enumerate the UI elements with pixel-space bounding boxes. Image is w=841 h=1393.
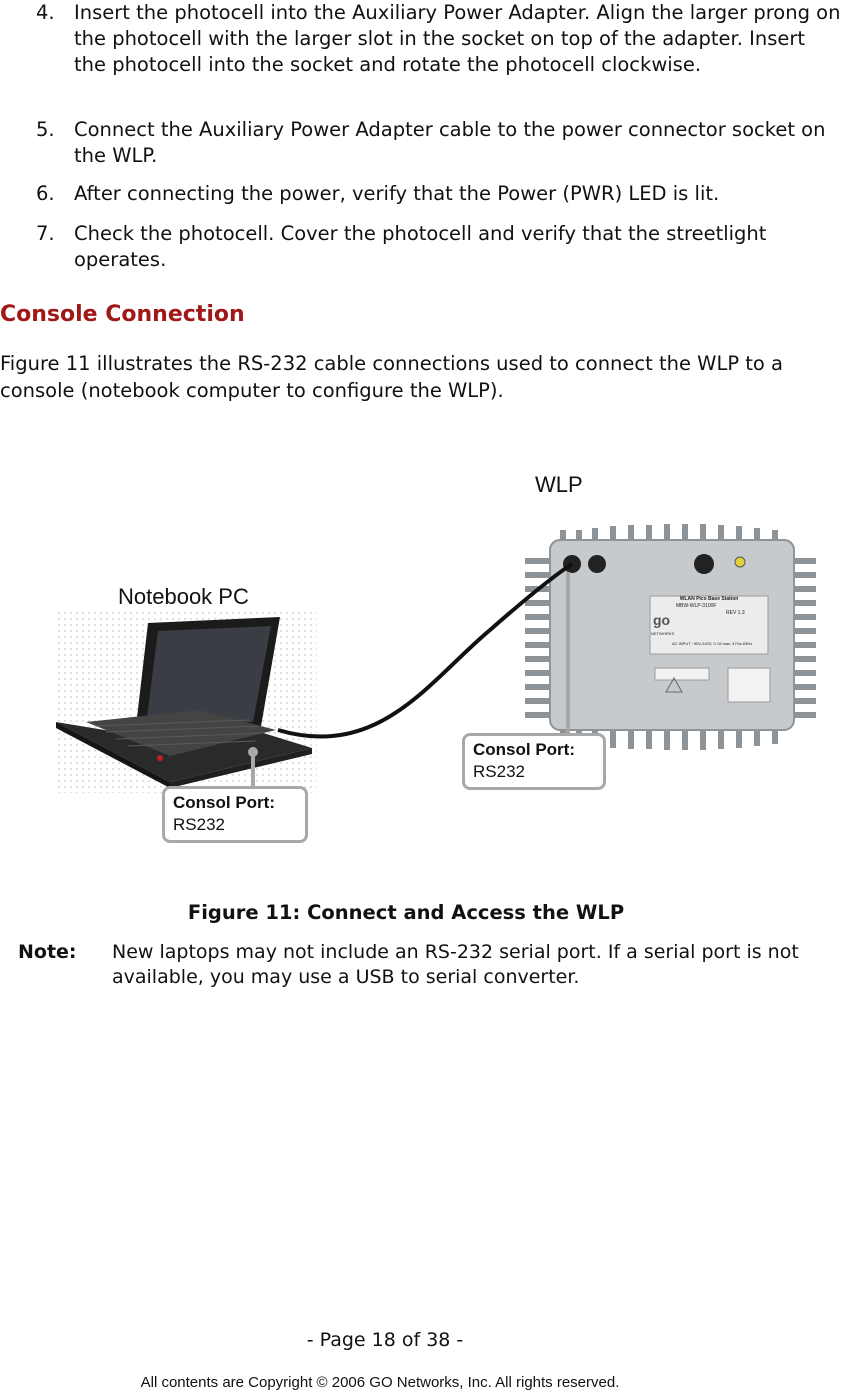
nameplate-model: MBW-WLP-3100F bbox=[676, 603, 717, 609]
nameplate-rev: REV 1.3 bbox=[726, 610, 745, 616]
page-number: - Page 18 of 38 - bbox=[306, 1329, 464, 1351]
step-text: Connect the Auxiliary Power Adapter cabl… bbox=[74, 118, 826, 167]
step-text: Check the photocell. Cover the photocell… bbox=[74, 222, 767, 271]
callout-value: RS232 bbox=[473, 762, 525, 781]
step-number: 5. bbox=[36, 118, 55, 141]
wlp-label: WLP bbox=[535, 472, 583, 497]
connection-figure: WLP Notebook PC bbox=[50, 460, 830, 860]
rs232-cable bbox=[277, 562, 574, 739]
step-text: After connecting the power, verify that … bbox=[74, 182, 720, 205]
callout-title: Consol Port: bbox=[473, 740, 575, 759]
notebook-label: Notebook PC bbox=[118, 584, 249, 609]
nameplate-title: WLAN Pico Base Station bbox=[679, 596, 739, 602]
callout-value: RS232 bbox=[173, 815, 225, 834]
copyright-footer: All contents are Copyright © 2006 GO Net… bbox=[140, 1374, 620, 1391]
step-number: 4. bbox=[36, 1, 55, 24]
figure-caption: Figure 11: Connect and Access the WLP bbox=[187, 901, 625, 924]
step-number: 6. bbox=[36, 182, 55, 205]
callout-title: Consol Port: bbox=[173, 793, 275, 812]
nameplate-input: AC INPUT : 90V-240V, 0.7A max, 47Hz-63Hz bbox=[672, 641, 753, 646]
laptop-image bbox=[56, 617, 312, 788]
note-label: Note: bbox=[18, 941, 77, 963]
wlp-console-port-callout: Consol Port: RS232 bbox=[462, 733, 606, 790]
go-logo: go bbox=[653, 612, 671, 628]
wlp-device-image bbox=[525, 524, 816, 750]
go-logo-brand: NETWORKS bbox=[651, 631, 675, 636]
section-heading: Console Connection bbox=[0, 302, 245, 327]
figure-graphic bbox=[55, 524, 816, 793]
intro-paragraph: Figure 11 illustrates the RS-232 cable c… bbox=[0, 352, 783, 402]
pc-console-port-callout: Consol Port: RS232 bbox=[162, 786, 308, 843]
step-number: 7. bbox=[36, 222, 55, 245]
note-text: New laptops may not include an RS-232 se… bbox=[112, 941, 799, 988]
step-text: Insert the photocell into the Auxiliary … bbox=[74, 1, 841, 76]
device-nameplate: WLAN Pico Base Station MBW-WLP-3100F REV… bbox=[650, 596, 768, 646]
